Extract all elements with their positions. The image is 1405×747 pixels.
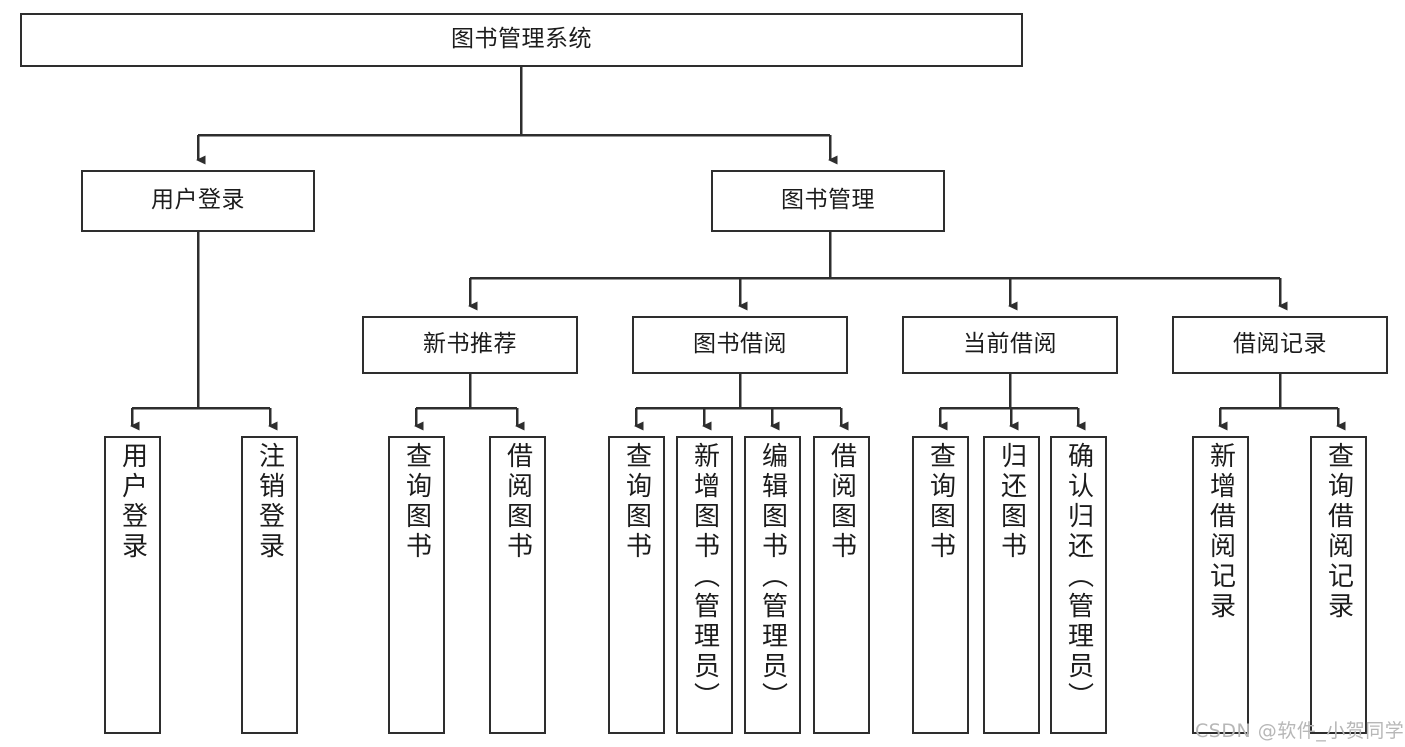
leaf-query-book-2[interactable]: 查询图书 (608, 436, 665, 734)
csdn-watermark: CSDN @软件_小贺同学 (1195, 720, 1405, 742)
leaf-edit-book-label: 编辑图书（管理员） (757, 442, 788, 712)
node-book-borrow[interactable]: 图书借阅 (632, 316, 848, 374)
leaf-add-record-label: 新增借阅记录 (1205, 442, 1236, 622)
leaf-confirm-return[interactable]: 确认归还（管理员） (1050, 436, 1107, 734)
node-current-borrow-label: 当前借阅 (963, 331, 1057, 358)
node-book-manage[interactable]: 图书管理 (711, 170, 945, 232)
node-new-book-recommend-label: 新书推荐 (423, 331, 517, 358)
leaf-confirm-return-label: 确认归还（管理员） (1063, 442, 1094, 712)
node-root[interactable]: 图书管理系统 (20, 13, 1023, 67)
leaf-query-record-label: 查询借阅记录 (1323, 442, 1354, 622)
leaf-borrow-book-2-label: 借阅图书 (826, 442, 857, 562)
leaf-borrow-book-1-label: 借阅图书 (502, 442, 533, 562)
leaf-logout-label: 注销登录 (254, 442, 285, 562)
leaf-query-book-1[interactable]: 查询图书 (388, 436, 445, 734)
leaf-add-book[interactable]: 新增图书（管理员） (676, 436, 733, 734)
leaf-logout[interactable]: 注销登录 (241, 436, 298, 734)
node-user-login[interactable]: 用户登录 (81, 170, 315, 232)
node-current-borrow[interactable]: 当前借阅 (902, 316, 1118, 374)
leaf-query-book-3[interactable]: 查询图书 (912, 436, 969, 734)
node-borrow-record[interactable]: 借阅记录 (1172, 316, 1388, 374)
leaf-user-login[interactable]: 用户登录 (104, 436, 161, 734)
leaf-borrow-book-1[interactable]: 借阅图书 (489, 436, 546, 734)
node-new-book-recommend[interactable]: 新书推荐 (362, 316, 578, 374)
leaf-edit-book[interactable]: 编辑图书（管理员） (744, 436, 801, 734)
leaf-query-book-1-label: 查询图书 (401, 442, 432, 562)
node-book-borrow-label: 图书借阅 (693, 331, 787, 358)
node-user-login-label: 用户登录 (151, 187, 245, 214)
leaf-add-record[interactable]: 新增借阅记录 (1192, 436, 1249, 734)
leaf-return-book[interactable]: 归还图书 (983, 436, 1040, 734)
leaf-query-book-2-label: 查询图书 (621, 442, 652, 562)
leaf-add-book-label: 新增图书（管理员） (689, 442, 720, 712)
node-borrow-record-label: 借阅记录 (1233, 331, 1327, 358)
leaf-user-login-label: 用户登录 (117, 442, 148, 562)
leaf-query-record[interactable]: 查询借阅记录 (1310, 436, 1367, 734)
leaf-borrow-book-2[interactable]: 借阅图书 (813, 436, 870, 734)
node-root-label: 图书管理系统 (451, 26, 592, 53)
leaf-return-book-label: 归还图书 (996, 442, 1027, 562)
leaf-query-book-3-label: 查询图书 (925, 442, 956, 562)
node-book-manage-label: 图书管理 (781, 187, 875, 214)
